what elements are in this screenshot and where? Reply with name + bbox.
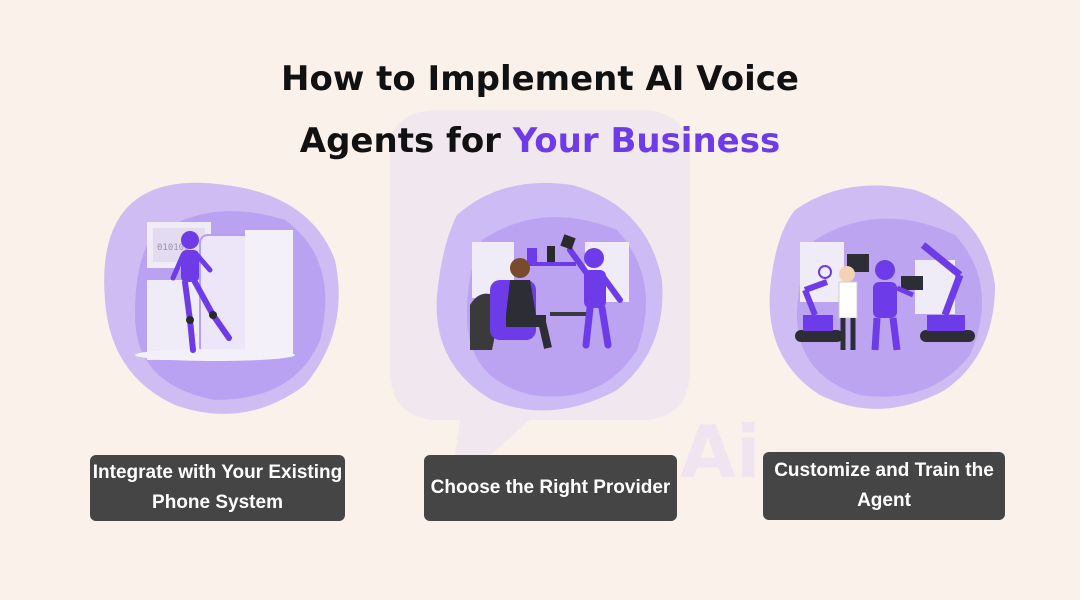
step-2-label: Choose the Right Provider bbox=[424, 455, 677, 521]
step-1-label: Integrate with Your Existing Phone Syste… bbox=[90, 455, 345, 521]
page-title: How to Implement AI Voice Agents for You… bbox=[0, 48, 1080, 172]
title-accent: Your Business bbox=[512, 121, 781, 161]
man-talking-to-robot-icon bbox=[436, 183, 663, 411]
title-line-2: Agents for Your Business bbox=[0, 110, 1080, 172]
title-plain: Agents for bbox=[299, 121, 513, 161]
title-line-1: How to Implement AI Voice bbox=[281, 59, 799, 99]
watermark-text: Ai bbox=[680, 410, 761, 494]
step-3-illustration bbox=[755, 170, 1005, 420]
binary-text: 010100 bbox=[157, 243, 190, 253]
robot-walking-out-of-phone-icon: 010100 bbox=[104, 182, 339, 414]
step-3-label: Customize and Train the Agent bbox=[763, 452, 1005, 520]
step-2-illustration bbox=[422, 170, 672, 420]
robot-factory-icon bbox=[769, 185, 995, 409]
step-1-illustration: 010100 bbox=[95, 170, 345, 420]
